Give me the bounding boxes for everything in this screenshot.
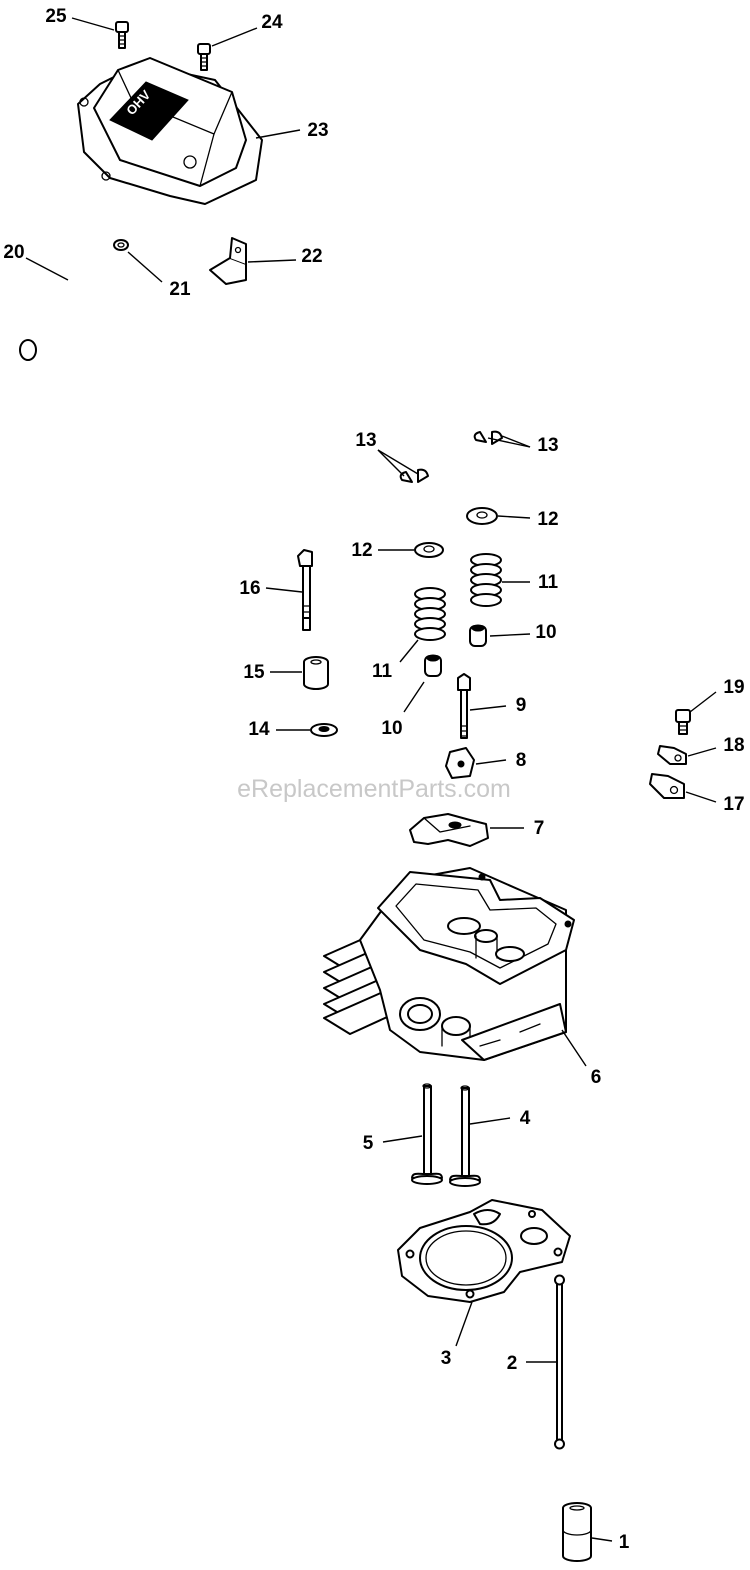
- callout-14: 14: [248, 719, 270, 740]
- part-6-cylinder-head: [323, 867, 575, 1061]
- part-5-valve: [411, 1083, 443, 1185]
- callout-3: 3: [441, 1348, 452, 1369]
- callout-16: 16: [239, 578, 260, 599]
- callout-12a: 12: [351, 540, 372, 561]
- callout-12b: 12: [537, 509, 558, 530]
- callout-numbers: 25 24 23 20 21 22 13 13 12 12 11 11 10 1…: [3, 6, 744, 1553]
- callout-17: 17: [723, 794, 744, 815]
- part-24-cover-screw: [197, 43, 211, 71]
- callout-18: 18: [723, 735, 744, 756]
- callout-4: 4: [520, 1108, 531, 1129]
- part-25-cover-screw: [115, 21, 129, 49]
- part-22-bracket: [209, 237, 247, 285]
- callout-10a: 10: [381, 718, 402, 739]
- part-7-rocker-arm: [409, 813, 489, 847]
- callout-22: 22: [301, 246, 322, 267]
- callout-13b: 13: [537, 435, 558, 456]
- part-18-ground-terminal: [657, 745, 687, 765]
- part-10-valve-seals: [424, 624, 487, 677]
- callout-6: 6: [591, 1067, 602, 1088]
- callout-24: 24: [261, 12, 283, 33]
- callout-13a: 13: [355, 430, 376, 451]
- callout-10b: 10: [535, 622, 556, 643]
- part-4-valve: [449, 1085, 481, 1187]
- callout-7: 7: [534, 818, 545, 839]
- part-8-pivot: [445, 747, 475, 779]
- callout-2: 2: [507, 1353, 518, 1374]
- part-15-spacer: [303, 656, 329, 690]
- part-16-stud: [297, 549, 313, 631]
- callout-15: 15: [243, 662, 265, 683]
- part-17-terminal: [649, 773, 685, 799]
- callout-9: 9: [516, 695, 527, 716]
- callout-21: 21: [169, 279, 191, 300]
- part-23-valve-cover: OHV: [77, 57, 263, 205]
- callout-11b: 11: [538, 572, 559, 593]
- leader-lines: [25, 17, 717, 1542]
- callout-19: 19: [723, 677, 744, 698]
- callout-5: 5: [363, 1133, 374, 1154]
- part-20-breather-hose: [19, 242, 120, 361]
- part-12-spring-retainers: [414, 507, 498, 558]
- part-19-screw: [675, 709, 691, 735]
- part-2-push-rod: [554, 1274, 565, 1450]
- part-1-tappet: [562, 1502, 592, 1562]
- callout-20: 20: [3, 242, 24, 263]
- part-11-valve-springs: [414, 553, 502, 641]
- part-21-hose-clamp: [113, 239, 129, 251]
- callout-25: 25: [45, 6, 67, 27]
- part-13-valve-keepers: [399, 430, 503, 483]
- callout-1: 1: [619, 1532, 630, 1553]
- callout-8: 8: [516, 750, 527, 771]
- part-3-head-gasket: [397, 1199, 571, 1303]
- callout-23: 23: [307, 120, 328, 141]
- part-14-washer: [310, 723, 338, 737]
- watermark: eReplacementParts.com: [237, 775, 511, 803]
- callout-11a: 11: [372, 661, 393, 682]
- part-9-rocker-stud: [457, 673, 471, 739]
